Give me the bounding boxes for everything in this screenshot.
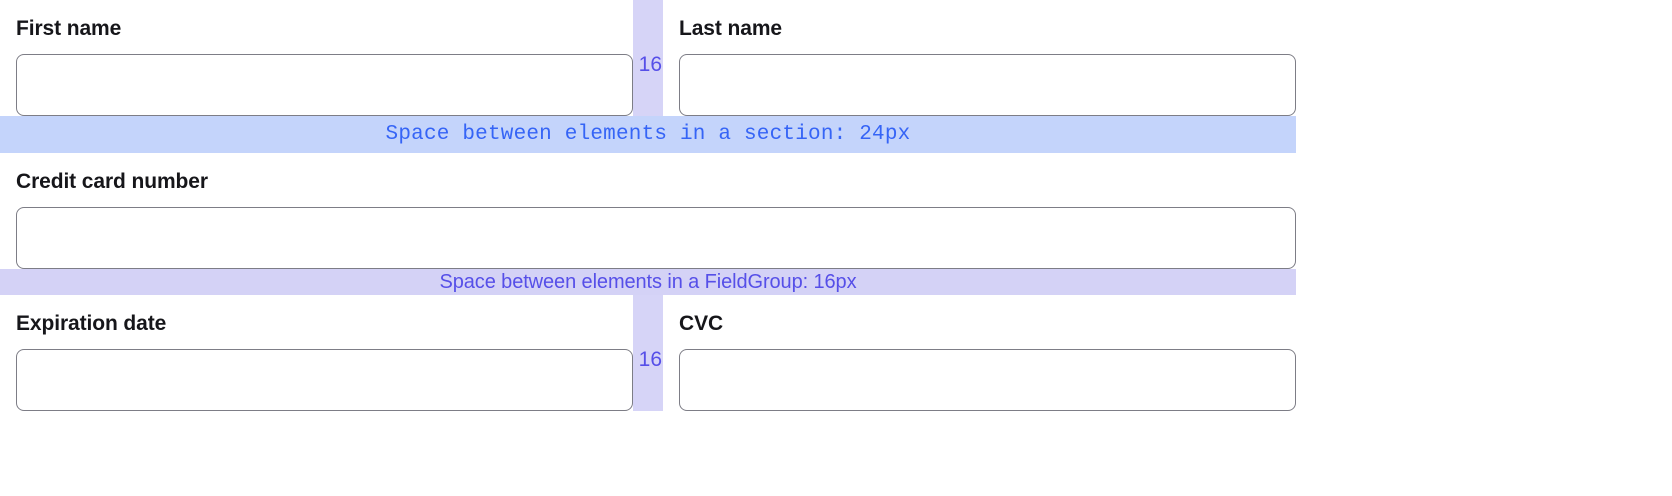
- label-credit-card-number: Credit card number: [16, 170, 208, 193]
- field-group-cvc: CVC: [663, 295, 1296, 411]
- field-group-last-name: Last name: [663, 0, 1296, 116]
- row-top-spacer: [663, 295, 1296, 311]
- form-content: First name 16 Last name Space between el…: [0, 0, 1296, 411]
- gap-column-name-row: 16: [633, 0, 663, 116]
- input-first-name[interactable]: [16, 54, 633, 116]
- field-row-name: First name 16 Last name: [0, 0, 1296, 116]
- label-input-spacer: [0, 337, 633, 349]
- annotation-band-section-spacing: Space between elements in a section: 24p…: [0, 116, 1296, 153]
- row-top-spacer: [0, 295, 633, 311]
- label-expiration-date: Expiration date: [16, 312, 167, 335]
- label-last-name: Last name: [679, 17, 782, 40]
- row-top-spacer: [663, 0, 1296, 16]
- label-input-spacer: [663, 337, 1296, 349]
- annotation-band-fieldgroup-spacing: Space between elements in a FieldGroup: …: [0, 269, 1296, 295]
- field-row-expiry-cvc: Expiration date 16 CVC: [0, 295, 1296, 411]
- gap-size-label: 16: [638, 53, 662, 76]
- label-cvc: CVC: [679, 312, 724, 335]
- annotation-band-section-spacing-text: Space between elements in a section: 24p…: [385, 123, 911, 146]
- label-first-name: First name: [16, 17, 122, 40]
- input-cvc[interactable]: [679, 349, 1296, 411]
- annotation-band-fieldgroup-spacing-text: Space between elements in a FieldGroup: …: [439, 270, 857, 293]
- field-row-credit-card: Credit card number: [0, 153, 1296, 269]
- label-input-spacer: [663, 42, 1296, 54]
- row-top-spacer: [0, 0, 633, 16]
- field-group-credit-card: Credit card number: [0, 153, 1296, 269]
- gap-column-expiry-row: 16: [633, 295, 663, 411]
- gap-size-label: 16: [638, 348, 662, 371]
- input-last-name[interactable]: [679, 54, 1296, 116]
- field-group-expiration-date: Expiration date: [0, 295, 633, 411]
- input-expiration-date[interactable]: [16, 349, 633, 411]
- field-group-first-name: First name: [0, 0, 633, 116]
- row-top-spacer: [0, 153, 1296, 169]
- label-input-spacer: [0, 42, 633, 54]
- label-input-spacer: [0, 195, 1296, 207]
- input-credit-card-number[interactable]: [16, 207, 1296, 269]
